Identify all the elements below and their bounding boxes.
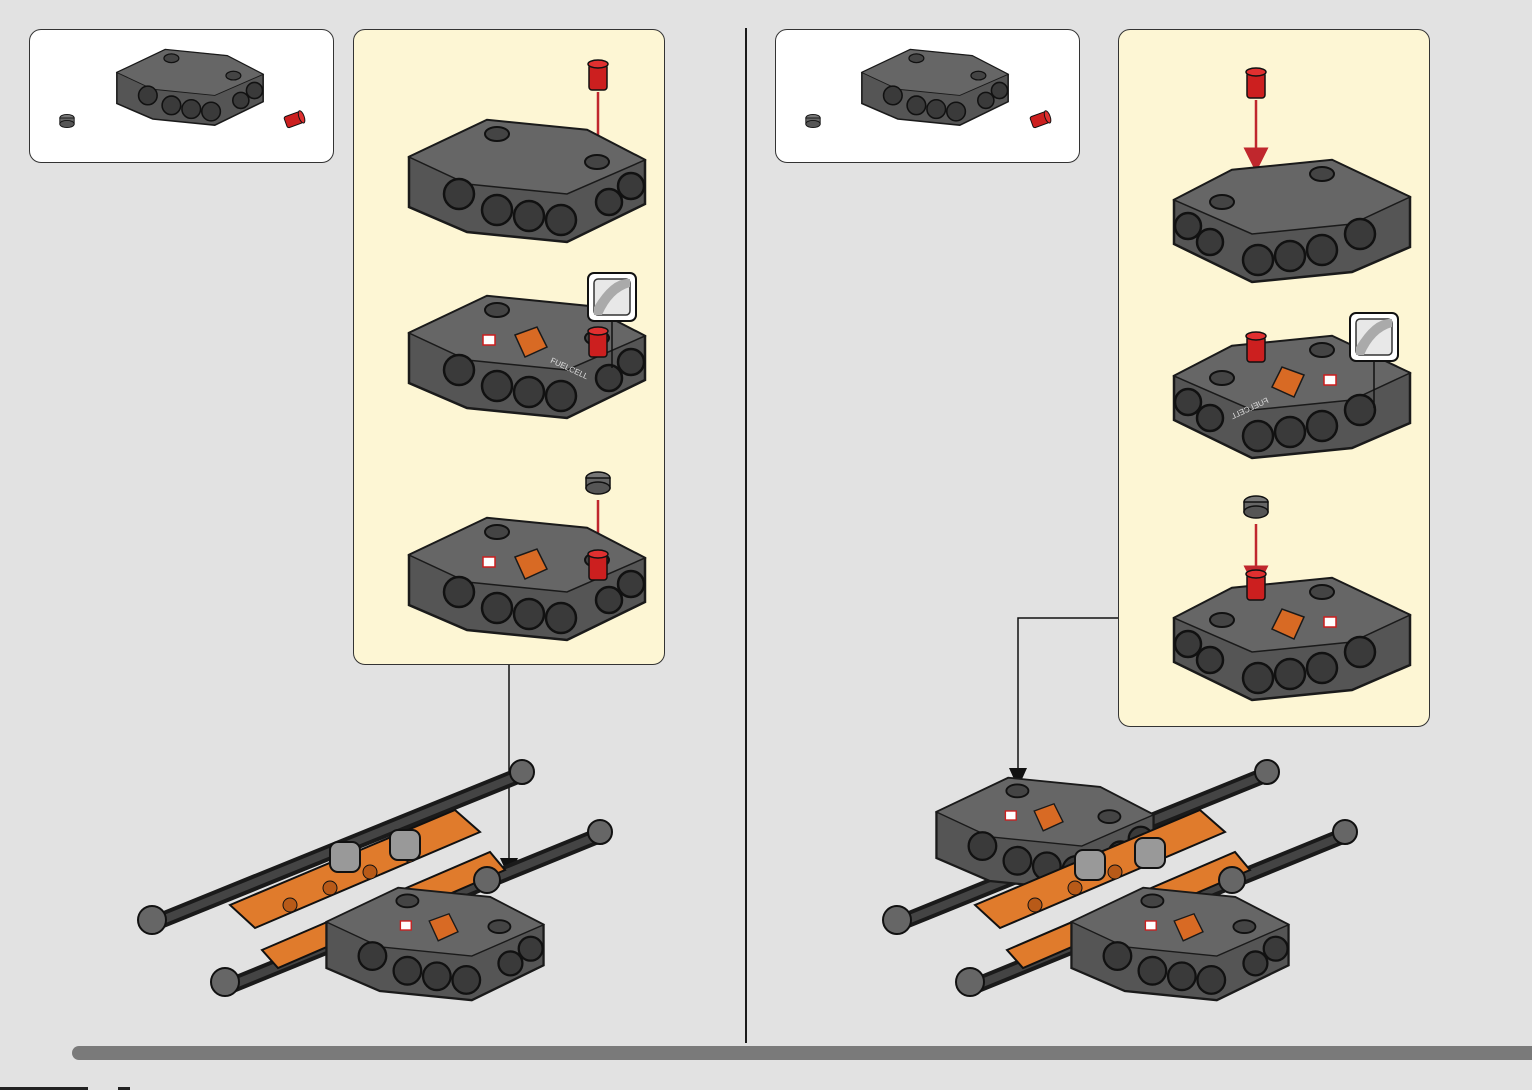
- subassembly-sub-step-1: [409, 60, 645, 242]
- gray-stopper-icon: [586, 472, 610, 494]
- main-model-step-2: [883, 760, 1357, 1000]
- panel-piece-icon: [1174, 160, 1410, 282]
- red-pin-icon: [588, 60, 608, 90]
- subassembly-sub-step-3: [409, 472, 645, 640]
- subassembly-sub-step-2: FUELCELL: [1174, 313, 1410, 458]
- sticker-sheet-icon: [588, 273, 636, 321]
- sticker-sheet-icon: [1350, 313, 1398, 361]
- main-model-step-1: [138, 760, 612, 1000]
- gray-stopper-icon: [1244, 496, 1268, 518]
- subassembly-sub-step-3: [1174, 496, 1410, 700]
- panel-piece-icon: [409, 120, 645, 242]
- panel-dark-gray-icon: [117, 50, 263, 126]
- red-pin-icon: [1246, 68, 1266, 98]
- subassembly-sub-step-1: [1174, 68, 1410, 282]
- panel-dark-gray-icon: [862, 50, 1008, 126]
- subassembly-sub-step-2: FUELCELL: [409, 273, 645, 418]
- axle-stopper-gray-icon: [806, 114, 820, 127]
- progress-bar: [72, 1046, 1532, 1060]
- pin-red-icon: [283, 110, 306, 129]
- axle-stopper-gray-icon: [60, 114, 74, 127]
- callout-connector-line: [1018, 618, 1118, 780]
- pin-red-icon: [1029, 110, 1052, 129]
